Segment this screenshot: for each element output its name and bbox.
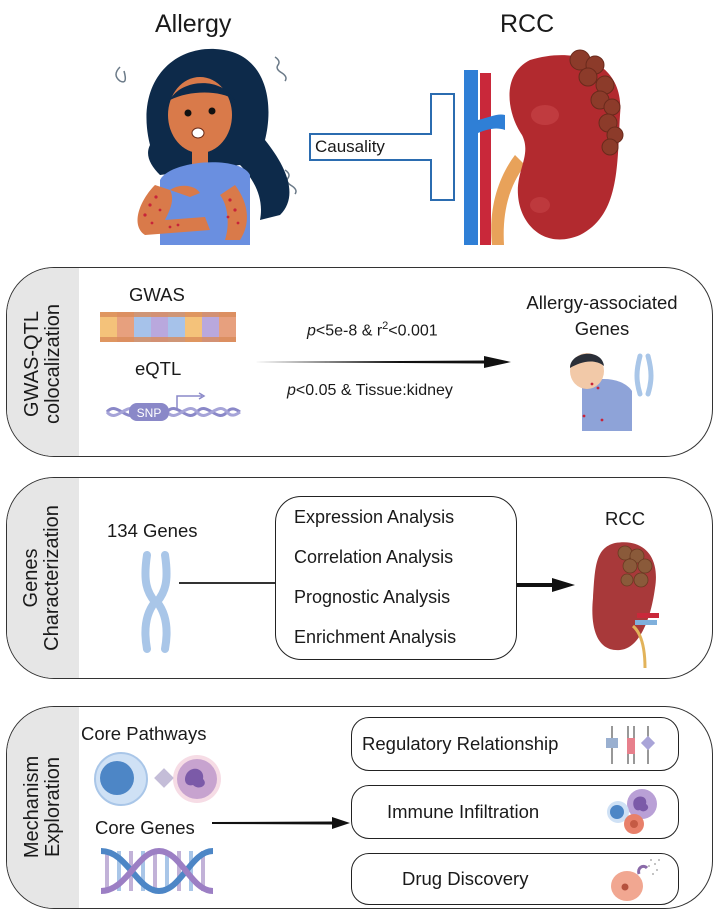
core-genes-label: Core Genes — [95, 817, 195, 838]
output-box-drug: Drug Discovery — [351, 853, 679, 905]
svg-text:SNP: SNP — [137, 406, 162, 420]
analysis-item: Prognostic Analysis — [294, 587, 451, 607]
core-pathways-label: Core Pathways — [81, 723, 207, 744]
panel-side-label: Genes Characterization — [20, 505, 63, 651]
panel-side-bar — [7, 478, 79, 678]
panel-side-bar — [7, 268, 79, 456]
panel-genes-characterization: Genes Characterization 134 Genes Express… — [6, 477, 713, 679]
analysis-item: Expression Analysis — [294, 507, 455, 527]
genes-count-label: 134 Genes — [107, 520, 198, 541]
flow-arrow — [249, 356, 511, 368]
squiggle-icon — [115, 66, 127, 83]
analysis-item: Enrichment Analysis — [294, 627, 457, 647]
panel-side-bar — [7, 707, 79, 908]
panel-side-label: GWAS-QTL colocalization — [21, 303, 64, 425]
result-label: Allergy-associated Genes — [526, 292, 678, 339]
causality-label: Causality — [315, 137, 385, 156]
drug-target-cell-icon — [611, 859, 660, 901]
flow-arrow — [517, 578, 575, 592]
flow-arrow — [212, 817, 350, 829]
snp-dna-helix-icon: SNP — [105, 392, 241, 421]
chromosome-icon — [141, 551, 171, 653]
kidney-tumor-icon — [592, 542, 659, 669]
causality-connector — [309, 93, 455, 201]
panel-side-label: Mechanism Exploration — [21, 755, 64, 859]
analyses-list: Expression Analysis Correlation Analysis… — [275, 496, 517, 660]
panel-gwas-qtl-colocalization: GWAS-QTL colocalization GWAS eQTL SNP p<… — [6, 267, 713, 457]
dna-sequence-strip-icon — [100, 312, 236, 342]
immune-cells-icon — [94, 752, 221, 806]
output-label: Regulatory Relationship — [362, 733, 559, 754]
rcc-result-label: RCC — [605, 508, 646, 529]
connector-line — [179, 582, 277, 584]
sick-man-illustration — [570, 353, 654, 431]
output-box-regulatory: Regulatory Relationship — [351, 717, 679, 771]
output-box-immune: Immune Infiltration — [351, 785, 679, 839]
dna-helix-icon — [100, 847, 214, 895]
rcc-title: RCC — [500, 10, 555, 38]
allergy-title: Allergy — [155, 10, 232, 38]
allergic-woman-illustration — [115, 48, 297, 245]
regulatory-markers-icon — [606, 726, 656, 764]
squiggle-icon — [274, 56, 287, 82]
panel-mechanism-exploration: Mechanism Exploration Core Pathways Core… — [6, 706, 713, 909]
eqtl-label: eQTL — [135, 358, 182, 379]
rcc-kidney-illustration — [464, 49, 624, 245]
output-label: Immune Infiltration — [387, 801, 540, 822]
output-label: Drug Discovery — [402, 868, 529, 889]
criteria-top: p<5e-8 & r2<0.001 — [307, 320, 438, 340]
criteria-bottom: p<0.05 & Tissue:kidney — [287, 382, 453, 399]
gwas-label: GWAS — [129, 284, 185, 305]
immune-infiltration-icon — [607, 789, 657, 834]
analysis-item: Correlation Analysis — [294, 547, 454, 567]
